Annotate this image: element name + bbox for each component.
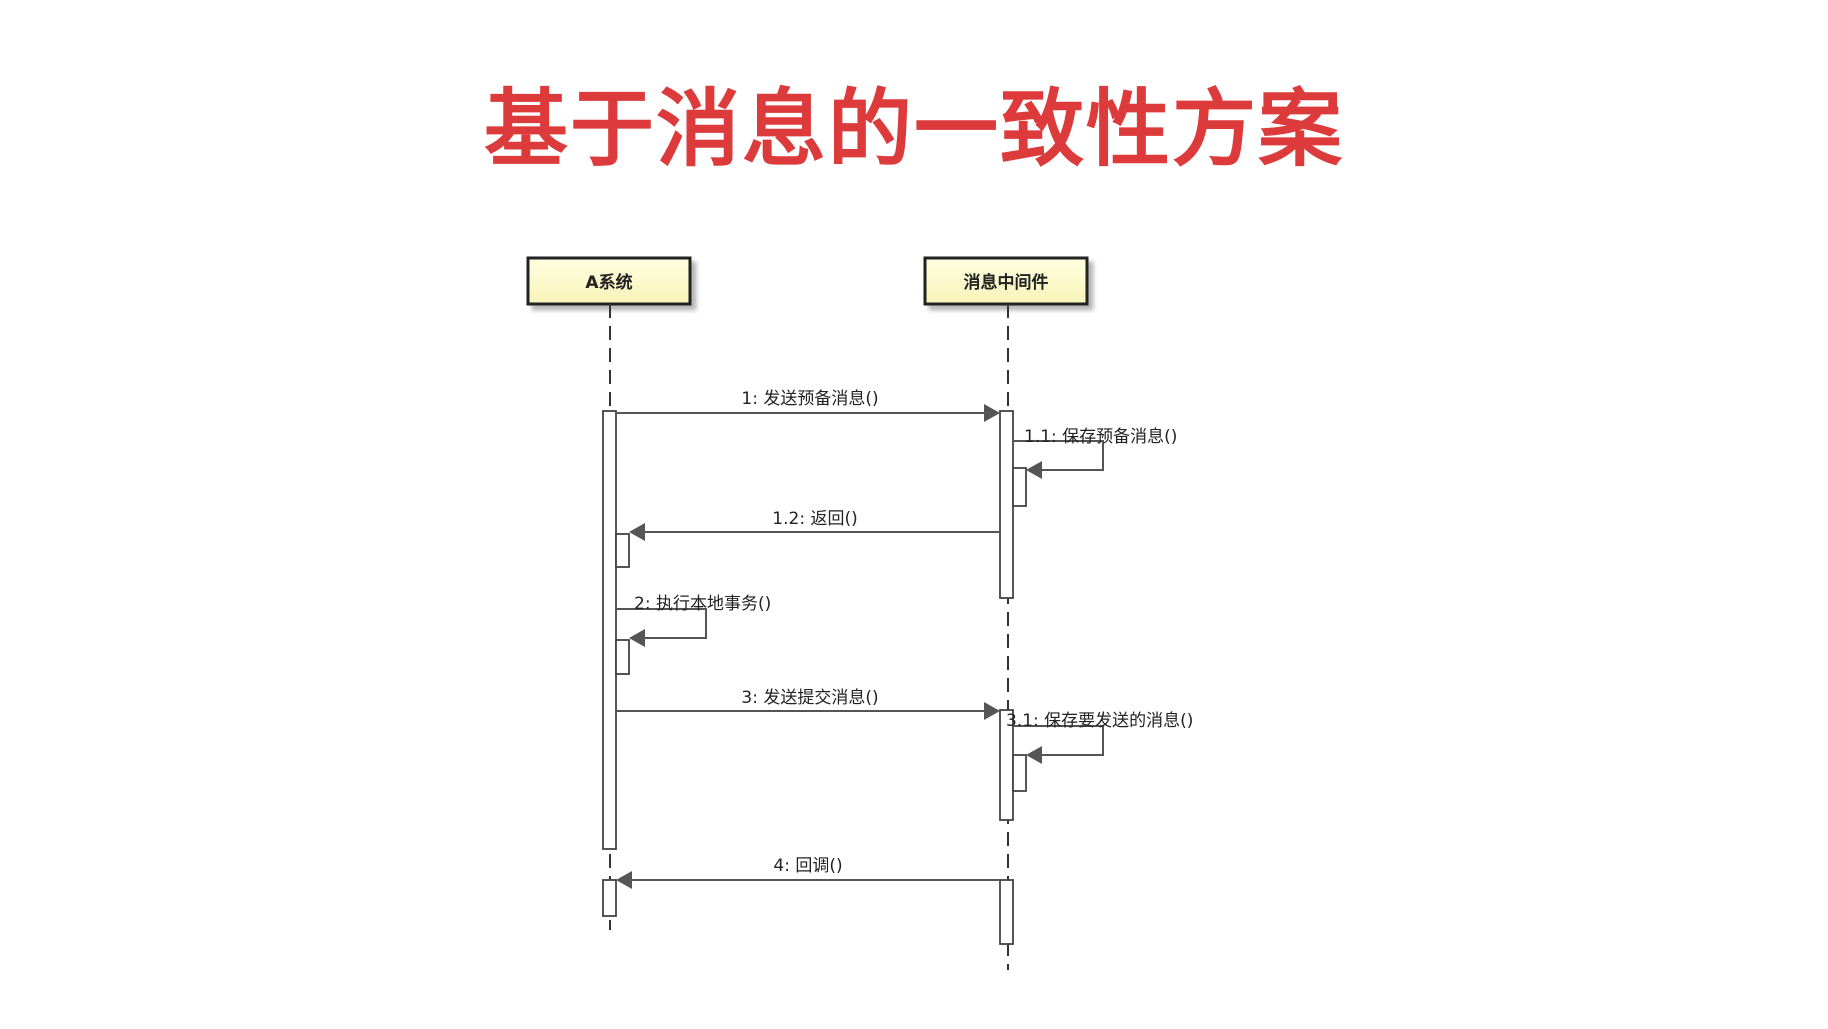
participant-mq: 消息中间件 bbox=[923, 256, 1089, 306]
message-4-label: 4: 回调() bbox=[773, 856, 842, 876]
participant-a: A系统 bbox=[526, 256, 692, 306]
activation-mq-save-send bbox=[1012, 754, 1027, 792]
participant-mq-label: 消息中间件 bbox=[964, 272, 1049, 293]
message-1-1-label: 1.1: 保存预备消息() bbox=[1024, 427, 1177, 447]
message-1: 1: 发送预备消息() bbox=[616, 389, 1000, 422]
activation-mq-save-prepare bbox=[1012, 467, 1027, 507]
message-3-label: 3: 发送提交消息() bbox=[741, 688, 878, 708]
message-2-label: 2: 执行本地事务() bbox=[634, 594, 771, 614]
activation-a-callback bbox=[602, 879, 617, 917]
activation-a-local-tx bbox=[615, 639, 630, 675]
message-1-1: 1.1: 保存预备消息() bbox=[1013, 427, 1177, 479]
message-1-2: 1.2: 返回() bbox=[629, 509, 1000, 541]
message-1-label: 1: 发送预备消息() bbox=[741, 389, 878, 409]
message-3: 3: 发送提交消息() bbox=[616, 688, 1000, 720]
activation-mq-callback bbox=[999, 879, 1014, 945]
message-4: 4: 回调() bbox=[616, 856, 1000, 889]
message-2: 2: 执行本地事务() bbox=[616, 594, 771, 647]
message-1-2-label: 1.2: 返回() bbox=[772, 509, 857, 529]
participant-a-label: A系统 bbox=[585, 272, 632, 293]
activation-mq-1 bbox=[999, 410, 1014, 599]
activation-a-return bbox=[615, 533, 630, 568]
page-title: 基于消息的一致性方案 bbox=[483, 80, 1344, 178]
message-3-1: 3.1: 保存要发送的消息() bbox=[1006, 711, 1193, 764]
message-3-1-label: 3.1: 保存要发送的消息() bbox=[1006, 711, 1193, 731]
activation-a-main bbox=[602, 410, 617, 850]
